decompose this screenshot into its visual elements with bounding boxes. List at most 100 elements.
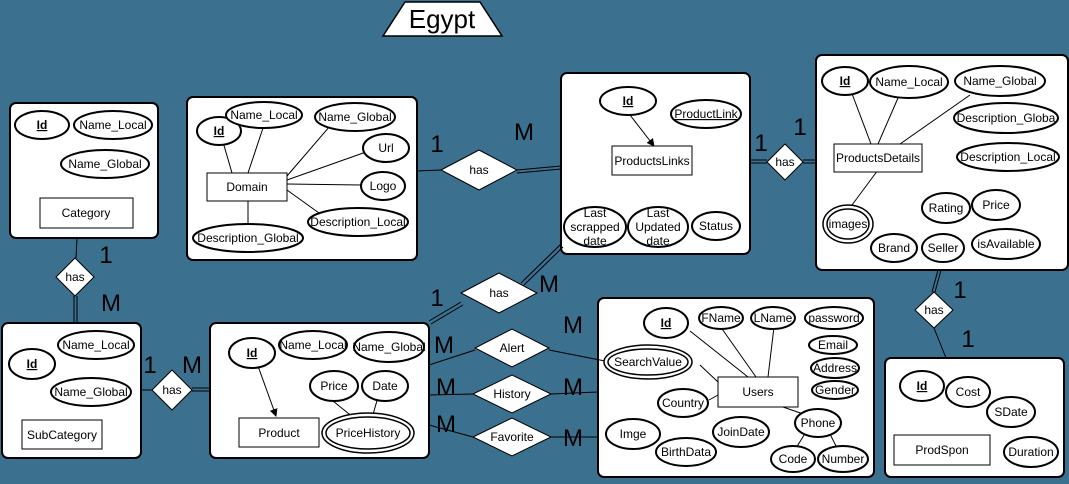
attr-users-gender [811,380,859,400]
subcategory-name-local-text: Name_Local [62,338,129,352]
attr-category-name-global [60,149,150,179]
details-id-text: Id [840,74,851,88]
details-brand-text: Brand [878,241,910,255]
attr-users-password [804,306,864,330]
card-domain-links-b: M [514,119,534,146]
details-desc-local-text: Description_Local [960,150,1055,164]
subcategory-name-global-text: Name_Global [54,385,127,399]
domain-url-text: Url [378,141,393,155]
rel-alert-diamond [473,328,551,368]
entity-category-label: Category [62,206,111,220]
rel-domain-links-label: has [469,163,488,177]
product-price-text: Price [320,379,348,393]
details-name-global-text: Name_Global [963,74,1036,88]
attr-links-last-scrapped [563,206,627,248]
attribute-lines [222,90,971,449]
rel-alert-label: Alert [500,341,525,355]
multivalued-attributes [321,204,874,454]
users-address-text: Address [813,361,857,375]
attr-details-is-available [971,228,1041,260]
links-last-scrapped-text-1: Last [584,206,607,220]
entity-users-label: Users [742,385,773,399]
entity-category: Category [39,197,134,229]
attr-users-number [817,445,869,473]
links-last-scrapped-text-2: scrapped [570,220,619,234]
rel-product-links-diamond [459,272,539,314]
attributes [8,65,1060,473]
attr-prodspon-duration [1003,436,1059,468]
attr-product-name-global [353,331,425,363]
domain-name-global-text: Name_Global [318,110,391,124]
attr-domain-desc-local [307,207,409,237]
card-links-details-b: 1 [793,114,806,141]
card-favorite-a: M [436,411,456,438]
prodspon-cost-text: Cost [956,385,981,399]
subcategory-id-text: Id [27,357,38,371]
details-rating-text: Rating [929,201,964,215]
attr-users-code [770,445,816,473]
card-category-subcategory-a: 1 [99,242,112,269]
rel-favorite-diamond [471,417,553,457]
rel-history-diamond [471,374,553,414]
rel-links-details-diamond [766,143,804,181]
product-date-text: Date [372,379,398,393]
users-number-text: Number [822,452,865,466]
domain-id-text: Id [214,124,225,138]
attr-product-price [309,370,359,402]
card-links-details-a: 1 [754,130,767,157]
links-last-updated-text-3: date [646,234,670,248]
attr-domain-name-global [314,102,396,132]
links-last-updated-text-1: Last [647,206,670,220]
card-alert-a: M [434,332,454,359]
users-password-text: password [808,311,859,325]
users-email-text: Email [818,338,848,352]
entity-products-links-label: ProductsLinks [614,154,689,168]
card-history-a: M [436,374,456,401]
card-category-subcategory-b: M [101,290,121,317]
attr-product-price-history-inner [325,416,411,450]
attr-users-address [810,357,860,379]
card-alert-b: M [563,312,583,339]
card-details-prodspon-b: 1 [961,326,974,353]
entity-products-details-label: ProductsDetails [836,151,920,165]
cardinalities: 1 M 1 1 1 M 1 M 1 M M M M M M M 1 1 [99,114,974,452]
rel-subcategory-product-diamond [151,369,193,411]
attr-domain-desc-global [192,223,304,253]
attr-users-phone [794,408,842,438]
prodspon-duration-text: Duration [1008,445,1053,459]
prodspon-id-text: Id [917,379,928,393]
users-phone-text: Phone [801,416,836,430]
rel-links-details-label: has [775,155,794,169]
attr-details-seller [921,233,965,263]
entity-prodspon-label: ProdSpon [915,443,968,457]
attr-users-email [808,335,858,355]
attr-prodspon-cost [945,376,991,408]
card-subcategory-product-b: M [182,352,202,379]
attr-product-date [361,370,409,402]
domain-name-local-text: Name_Local [230,108,297,122]
users-join-date-text: JoinDate [717,425,765,439]
category-id-text: Id [37,118,48,132]
attr-prodspon-sdate [986,396,1036,428]
users-fname-text: FName [701,311,741,325]
attr-users-join-date [712,416,770,448]
relationship-diamonds [55,143,954,457]
attribute-labels: Id Name_Local Name_Global Id Name_Local … [27,74,1056,466]
attr-domain-id [196,116,242,146]
attr-details-desc-global [953,102,1059,134]
card-history-b: M [563,374,583,401]
card-favorite-b: M [563,425,583,452]
users-imge-text: Imge [620,427,647,441]
card-subcategory-product-a: 1 [143,352,156,379]
product-price-history-text: PriceHistory [336,426,401,440]
card-product-links-b: M [539,271,559,298]
entity-users: Users [717,376,799,408]
attr-subcategory-name-global [50,377,132,407]
domain-desc-global-text: Description_Global [197,231,298,245]
attr-subcategory-name-local [57,330,135,360]
entity-subcategory: SubCategory [21,419,103,450]
diagram-title: Egypt [409,4,476,34]
rel-details-prodspon-diamond [914,291,954,329]
attr-users-id [643,307,689,339]
